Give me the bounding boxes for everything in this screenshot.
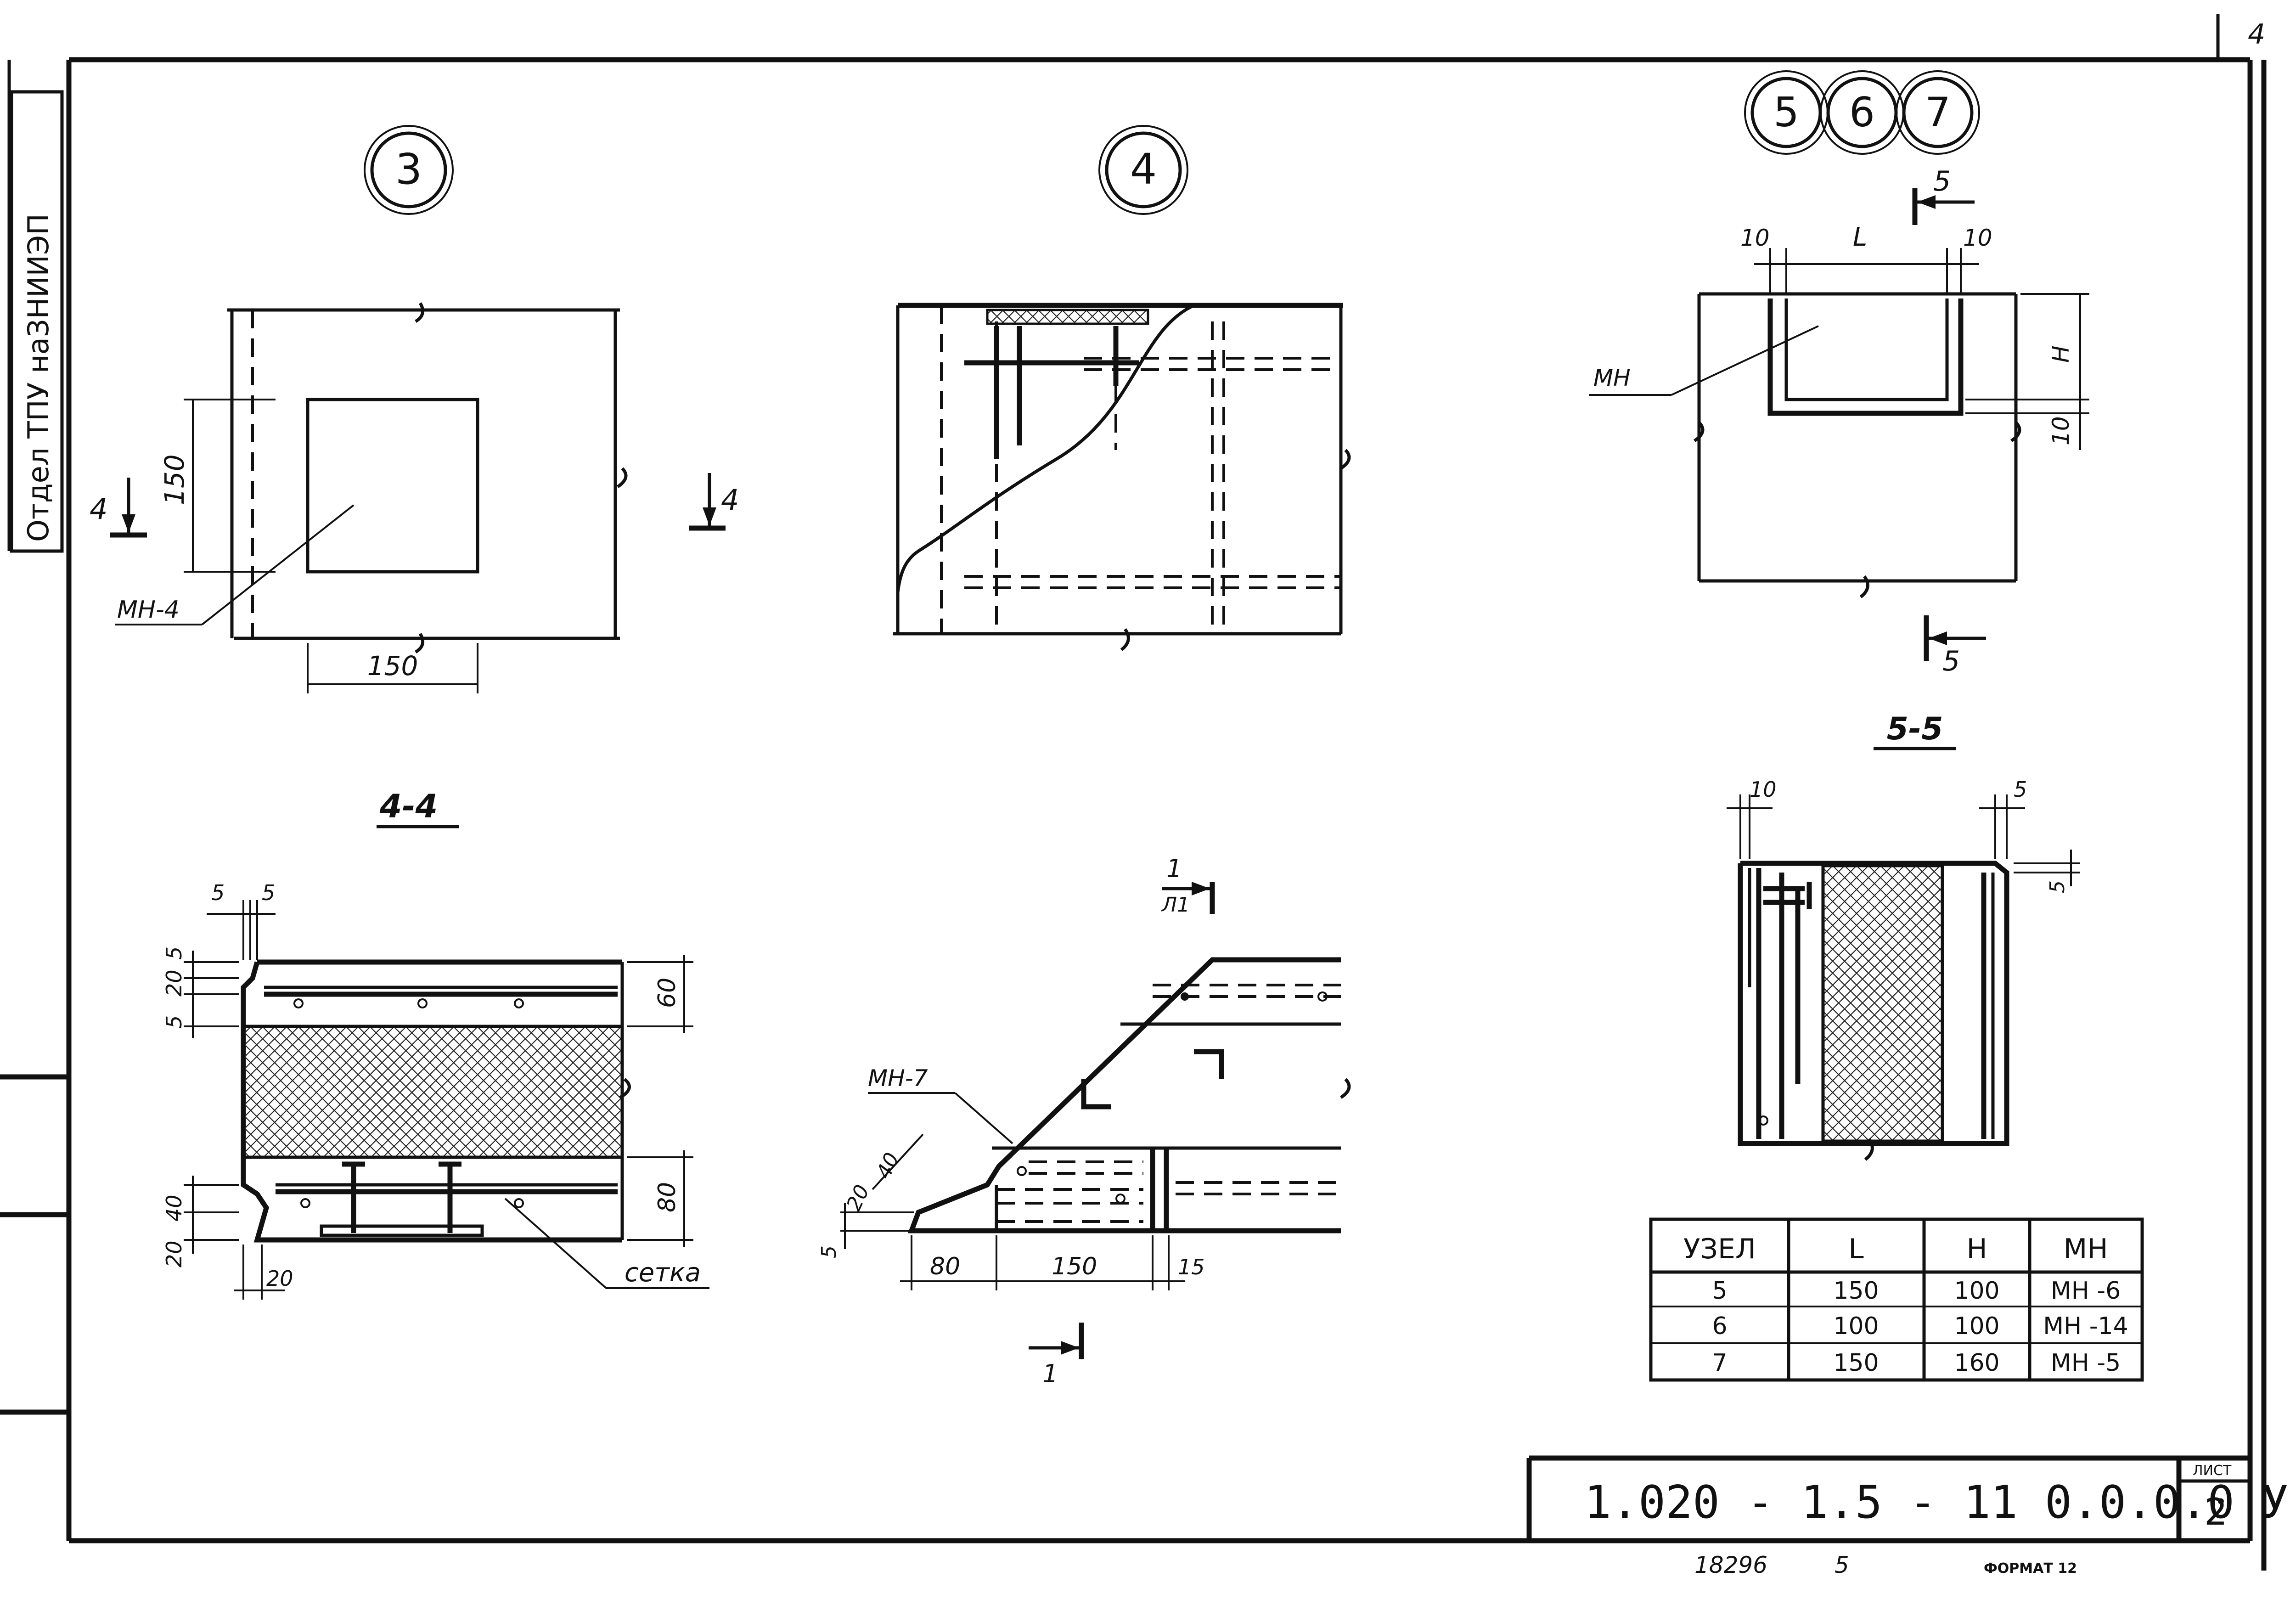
side-stamp-text: Отдел ТПУ наЗНИИЭП bbox=[22, 214, 55, 542]
node-6-marker: 6 bbox=[1849, 89, 1875, 136]
table-cell: 100 bbox=[1833, 1312, 1879, 1340]
node-3-plate bbox=[306, 398, 479, 574]
table-cell: 160 bbox=[1954, 1349, 1999, 1377]
table-header-h: H bbox=[1966, 1233, 1987, 1265]
section-4-4-dim-left-40: 40 bbox=[162, 1194, 186, 1222]
section-1-1-dim-80: 80 bbox=[930, 1253, 960, 1280]
table-cell: 100 bbox=[1954, 1312, 1999, 1340]
nodes567-part-label: МН bbox=[1593, 365, 1631, 391]
section-1-1-dim-20: 20 bbox=[842, 1181, 874, 1214]
node-4-marker: 4 bbox=[1130, 145, 1157, 194]
section-4-4-dim-right-80: 80 bbox=[653, 1182, 681, 1212]
node-3-circle-inner bbox=[370, 131, 447, 208]
node-3-circle-outer bbox=[364, 125, 454, 215]
section-1-1-part-label: МН-7 bbox=[868, 1065, 928, 1092]
section-4-4-mesh-label: сетка bbox=[625, 1258, 701, 1288]
node-3-marker: 3 bbox=[395, 145, 422, 194]
nodes567-dim-left: 10 bbox=[1740, 225, 1770, 251]
section-4-4-dim-top-a: 5 bbox=[211, 880, 225, 905]
table-cell: 6 bbox=[1712, 1312, 1727, 1340]
section-1-1-cut-bottom: 1 bbox=[1042, 1359, 1058, 1388]
section-5-5-dim-right: 5 bbox=[2014, 777, 2027, 802]
title-sheet-label: ЛИСТ bbox=[2193, 1463, 2232, 1479]
side-stamp: Отдел ТПУ наЗНИИЭП bbox=[10, 90, 64, 553]
sheet-frame bbox=[0, 14, 2267, 1571]
footer: 18296 5 ФОРМАТ 12 bbox=[1694, 1552, 2077, 1578]
footer-inventory-number: 18296 bbox=[1694, 1552, 1767, 1578]
table-cell: 7 bbox=[1712, 1349, 1727, 1377]
table-cell: 150 bbox=[1833, 1277, 1879, 1305]
title-designation: 1.020 - 1.5 - 11 0.0.0.0 У bbox=[1584, 1476, 2289, 1529]
section-4-4-dim-bottom: 20 bbox=[266, 1266, 293, 1291]
section-1-1-dim-5: 5 bbox=[817, 1245, 841, 1258]
title-sheet-number: 2 bbox=[2204, 1491, 2228, 1533]
section-4-4-dim-top-b: 5 bbox=[262, 880, 275, 905]
section-4-4-dim-left-20: 20 bbox=[162, 969, 186, 997]
nodes567-section-bottom: 5 bbox=[1942, 645, 1960, 677]
section-4-4-dim-right-60: 60 bbox=[653, 978, 681, 1008]
section-4-4-dim-left-5: 5 bbox=[162, 1015, 186, 1029]
table-cell: МН -14 bbox=[2043, 1312, 2128, 1340]
table-cell: МН -5 bbox=[2051, 1349, 2121, 1377]
footer-copy-number: 5 bbox=[1835, 1552, 1849, 1578]
section-4-4-dim-left-top: 5 bbox=[162, 946, 186, 960]
table-header-node: УЗЕЛ bbox=[1683, 1233, 1756, 1265]
nodes567-dim-bottom: 10 bbox=[2048, 416, 2074, 445]
node-3-part-label: МН-4 bbox=[117, 596, 180, 624]
node-7-marker: 7 bbox=[1925, 89, 1951, 136]
nodes567-dim-right: 10 bbox=[1963, 225, 1992, 251]
section-1-1-dim-150: 150 bbox=[1052, 1253, 1097, 1280]
table-cell: МН -6 bbox=[2051, 1277, 2121, 1305]
node-3-drawing: 3 150 150 МН-4 4 4 bbox=[90, 125, 739, 693]
section-5-5-dim-left: 10 bbox=[1750, 777, 1777, 802]
section-1-1-drawing: 1 Л1 МН-7 40 20 5 bbox=[817, 854, 1351, 1388]
node-5-marker: 5 bbox=[1773, 89, 1799, 136]
nodes-567-drawing: 5 6 7 5 10 L 10 H 10 bbox=[1589, 70, 2089, 677]
section-4-4-dim-left-20b: 20 bbox=[162, 1240, 186, 1267]
section-4-4-title: 4-4 bbox=[379, 788, 438, 825]
node-3-section-left: 4 bbox=[90, 492, 107, 526]
section-1-1-dim-15: 15 bbox=[1178, 1255, 1205, 1279]
node-table: УЗЕЛ L H МН 5 150 100 МН -6 6 100 100 МН… bbox=[1649, 1217, 2144, 1382]
section-5-5-dim-side: 5 bbox=[2046, 880, 2069, 893]
section-1-1-cut-sheet: Л1 bbox=[1161, 893, 1190, 917]
node-3-dim-height: 150 bbox=[159, 454, 190, 505]
nodes567-dim-height: H bbox=[2048, 345, 2074, 363]
table-cell: 100 bbox=[1954, 1277, 1999, 1305]
section-5-5-drawing: 5-5 10 5 5 bbox=[1727, 711, 2080, 1161]
table-header-l: L bbox=[1848, 1233, 1864, 1265]
nodes567-dim-length: L bbox=[1853, 222, 1867, 252]
section-1-1-cut-top: 1 bbox=[1166, 854, 1182, 883]
section-4-4-drawing: 4-4 5 5 5 20 5 bbox=[162, 788, 709, 1300]
title-block: 1.020 - 1.5 - 11 0.0.0.0 У ЛИСТ 2 bbox=[1526, 1455, 2289, 1541]
table-cell: 150 bbox=[1833, 1349, 1879, 1377]
section-5-5-title: 5-5 bbox=[1887, 711, 1943, 747]
node-3-dim-width: 150 bbox=[367, 650, 418, 681]
nodes567-section-top: 5 bbox=[1933, 165, 1951, 197]
table-cell: 5 bbox=[1712, 1277, 1727, 1305]
table-header-mn: МН bbox=[2064, 1233, 2108, 1265]
node-4-drawing: 4 bbox=[893, 125, 1351, 651]
corner-number: 4 bbox=[2248, 18, 2265, 51]
node-3-section-right: 4 bbox=[721, 483, 739, 517]
footer-format-label: ФОРМАТ 12 bbox=[1984, 1560, 2077, 1577]
section-1-1-dim-40: 40 bbox=[872, 1149, 904, 1182]
